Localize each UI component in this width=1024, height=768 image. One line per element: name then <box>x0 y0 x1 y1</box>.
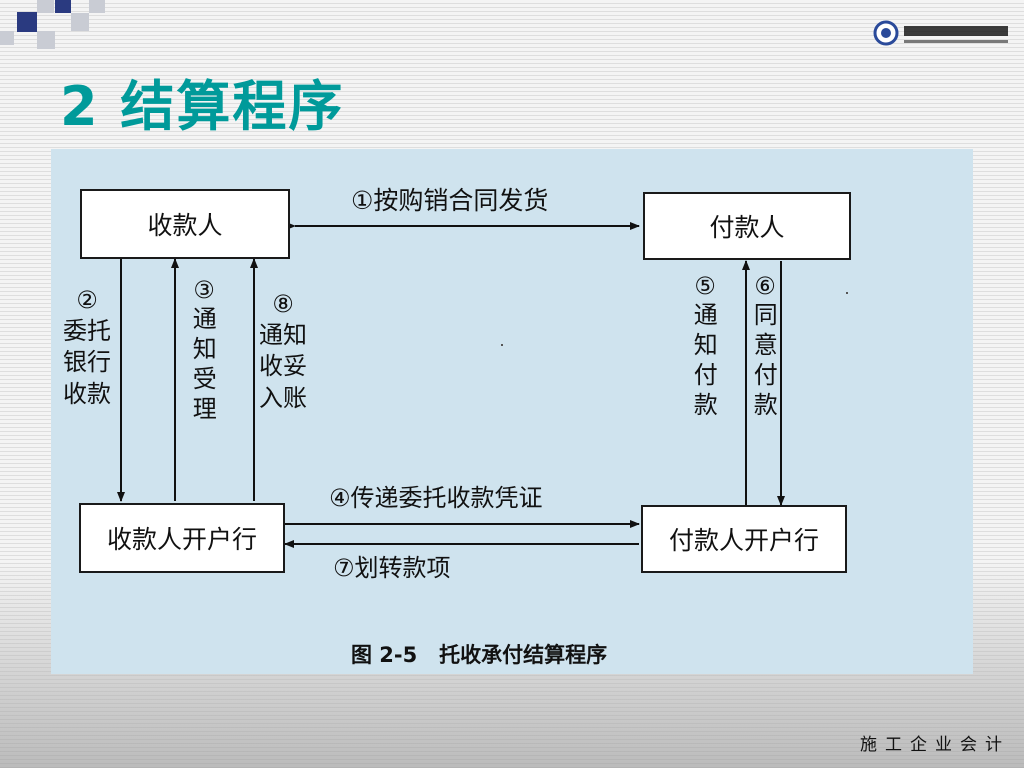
step-3-text: 通知受理 <box>188 306 217 427</box>
slide-title: 2 结算程序 <box>60 75 345 138</box>
label-step-5: ⑤ 通知付款 <box>687 271 723 422</box>
step-2-line: 银行 <box>63 348 111 377</box>
label-step-6: ⑥ 同意付款 <box>747 271 783 422</box>
step-8-line: 入账 <box>259 383 307 412</box>
figure-caption: 图 2-5 托收承付结算程序 <box>351 643 608 667</box>
label-step-8: ⑧ 通知 收妥 入账 <box>259 289 307 414</box>
step-2-line: 委托 <box>63 317 111 346</box>
step-2-line: 收款 <box>63 379 111 408</box>
node-payee-bank: 收款人开户行 <box>79 503 285 573</box>
step-8-number: ⑧ <box>272 290 294 318</box>
corner-decoration <box>0 0 140 60</box>
step-8-line: 收妥 <box>259 352 307 381</box>
flow-arrows <box>117 222 785 548</box>
node-payer: 付款人 <box>643 192 851 260</box>
node-payee: 收款人 <box>80 189 290 259</box>
step-8-line: 通知 <box>259 321 307 350</box>
university-logo <box>872 18 1012 52</box>
deco-square <box>89 0 105 13</box>
deco-square <box>17 12 37 32</box>
label-step-4: ④传递委托收款凭证 <box>329 484 543 512</box>
deco-square <box>37 0 54 13</box>
step-6-number: ⑥ <box>754 272 776 300</box>
diagram-panel: 收款人 付款人 收款人开户行 付款人开户行 ①按购销合同发货 ② 委托 银行 收… <box>51 149 973 674</box>
deco-square <box>71 13 89 31</box>
stray-dot <box>501 344 503 346</box>
footer-course-name: 施工企业会计 <box>860 735 1010 755</box>
step-5-text: 通知付款 <box>689 302 718 423</box>
step-2-number: ② <box>76 286 98 314</box>
label-step-3: ③ 通知受理 <box>186 275 222 426</box>
deco-square <box>37 31 55 49</box>
label-step-7: ⑦划转款项 <box>333 554 451 582</box>
stray-dot <box>846 292 848 294</box>
step-5-number: ⑤ <box>694 272 716 300</box>
label-step-2: ② 委托 银行 收款 <box>63 285 111 410</box>
node-payer-bank: 付款人开户行 <box>641 505 847 573</box>
deco-square <box>0 31 14 45</box>
step-3-number: ③ <box>193 276 215 304</box>
deco-square <box>55 0 71 13</box>
step-6-text: 同意付款 <box>749 302 778 423</box>
label-step-1: ①按购销合同发货 <box>351 186 549 215</box>
